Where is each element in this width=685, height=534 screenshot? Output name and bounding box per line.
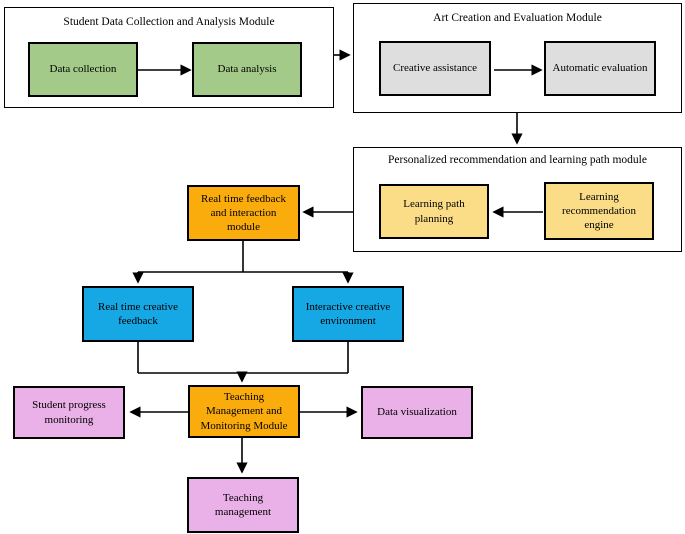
node-creative-assistance: Creative assistance [379, 41, 491, 96]
node-data-collection: Data collection [28, 42, 138, 97]
node-teaching-management: Teaching management [187, 477, 299, 533]
module-title-art-creation: Art Creation and Evaluation Module [433, 12, 602, 24]
node-interactive-creative-environment: Interactive creative environment [292, 286, 404, 342]
module-art-creation: Art Creation and Evaluation Module Creat… [353, 3, 682, 113]
node-data-visualization: Data visualization [361, 386, 473, 439]
node-student-progress-monitoring: Student progress monitoring [13, 386, 125, 439]
node-learning-path-planning: Learning path planning [379, 184, 489, 239]
node-learning-recommendation-engine: Learning recommendation engine [544, 182, 654, 240]
module-title-personalized-recommendation: Personalized recommendation and learning… [388, 154, 647, 166]
node-automatic-evaluation: Automatic evaluation [544, 41, 656, 96]
node-teaching-management-module: Teaching Management and Monitoring Modul… [188, 385, 300, 438]
module-personalized-recommendation: Personalized recommendation and learning… [353, 147, 682, 252]
module-title-student-data: Student Data Collection and Analysis Mod… [63, 16, 275, 28]
module-student-data-collection: Student Data Collection and Analysis Mod… [4, 7, 334, 108]
node-realtime-creative-feedback: Real time creative feedback [82, 286, 194, 342]
node-realtime-feedback-module: Real time feedback and interaction modul… [187, 185, 300, 241]
node-data-analysis: Data analysis [192, 42, 302, 97]
